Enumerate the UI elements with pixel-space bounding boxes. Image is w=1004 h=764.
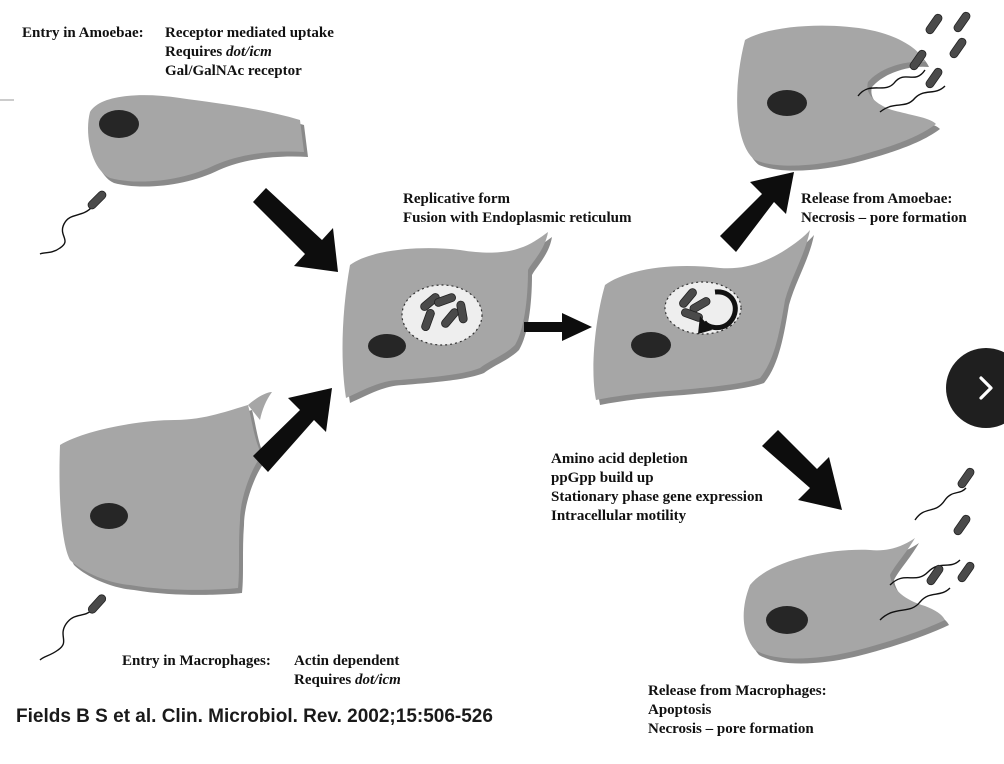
circular-arrow-icon [701,289,738,331]
stationary-line3: Stationary phase gene expression [551,489,763,505]
stationary-line2: ppGpp build up [551,470,654,486]
nucleus [767,90,807,116]
arrow-right-to-macrophage-release [762,430,842,510]
stationary-line1: Amino acid depletion [551,451,688,467]
chevron-right-icon [979,376,993,400]
entry-macrophages-heading: Entry in Macrophages: [122,653,271,669]
stationary-line4: Intracellular motility [551,508,687,524]
replicative-line1: Replicative form [403,191,511,207]
release-macrophages-line3: Necrosis – pore formation [648,721,814,737]
lysed-amoeba-cell [737,10,972,171]
release-macrophages-line1: Release from Macrophages: [648,683,827,699]
entry-macrophages-label: Entry in Macrophages: [122,652,271,671]
release-amoebae-line1: Release from Amoebae: [801,191,953,207]
bacterium [39,592,108,661]
lysed-macrophage-cell [743,466,976,664]
replicative-line2: Fusion with Endoplasmic reticulum [403,210,632,226]
arrow-center-to-right [524,313,592,341]
dot-icm-text: dot/icm [354,672,401,688]
macrophage-cell [59,392,272,595]
citation-text: Fields B S et al. Clin. Microbiol. Rev. … [16,706,493,727]
entry-amoebae-line2: Requires dot/icm [165,43,334,62]
arrow-amoeba-to-center [253,188,338,272]
release-amoebae-line2: Necrosis – pore formation [801,210,967,226]
release-macrophages-label: Release from Macrophages: Apoptosis Necr… [648,682,827,739]
arrow-right-to-amoeba-release [720,172,794,252]
requires-text: Requires [165,44,226,60]
nucleus [631,332,671,358]
entry-macrophages-details: Actin dependent Requires dot/icm [294,652,401,690]
entry-macrophages-line1: Actin dependent [294,653,400,669]
arrow-macrophage-to-center [253,388,332,472]
nucleus [90,503,128,529]
replicative-vacuole [401,284,483,346]
entry-macrophages-line2: Requires dot/icm [294,671,401,690]
requires-text: Requires [294,672,355,688]
amoeba-cell [88,95,308,187]
entry-amoebae-heading: Entry in Amoebae: [22,25,144,41]
next-slide-button[interactable] [946,348,1004,428]
nucleus [99,110,139,138]
entry-amoebae-line1: Receptor mediated uptake [165,25,334,41]
infected-cell-replicative [342,232,552,403]
infected-cell-stationary [593,230,814,405]
dot-icm-text: dot/icm [225,44,272,60]
release-amoebae-label: Release from Amoebae: Necrosis – pore fo… [801,190,967,228]
nucleus [368,334,406,358]
stationary-label: Amino acid depletion ppGpp build up Stat… [551,450,763,526]
entry-amoebae-details: Receptor mediated uptake Requires dot/ic… [165,24,334,81]
entry-amoebae-line3: Gal/GalNAc receptor [165,63,302,79]
nucleus [766,606,808,634]
bacterium [39,188,109,255]
entry-amoebae-label: Entry in Amoebae: [22,24,144,43]
replicative-label: Replicative form Fusion with Endoplasmic… [403,190,632,228]
release-macrophages-line2: Apoptosis [648,702,712,718]
